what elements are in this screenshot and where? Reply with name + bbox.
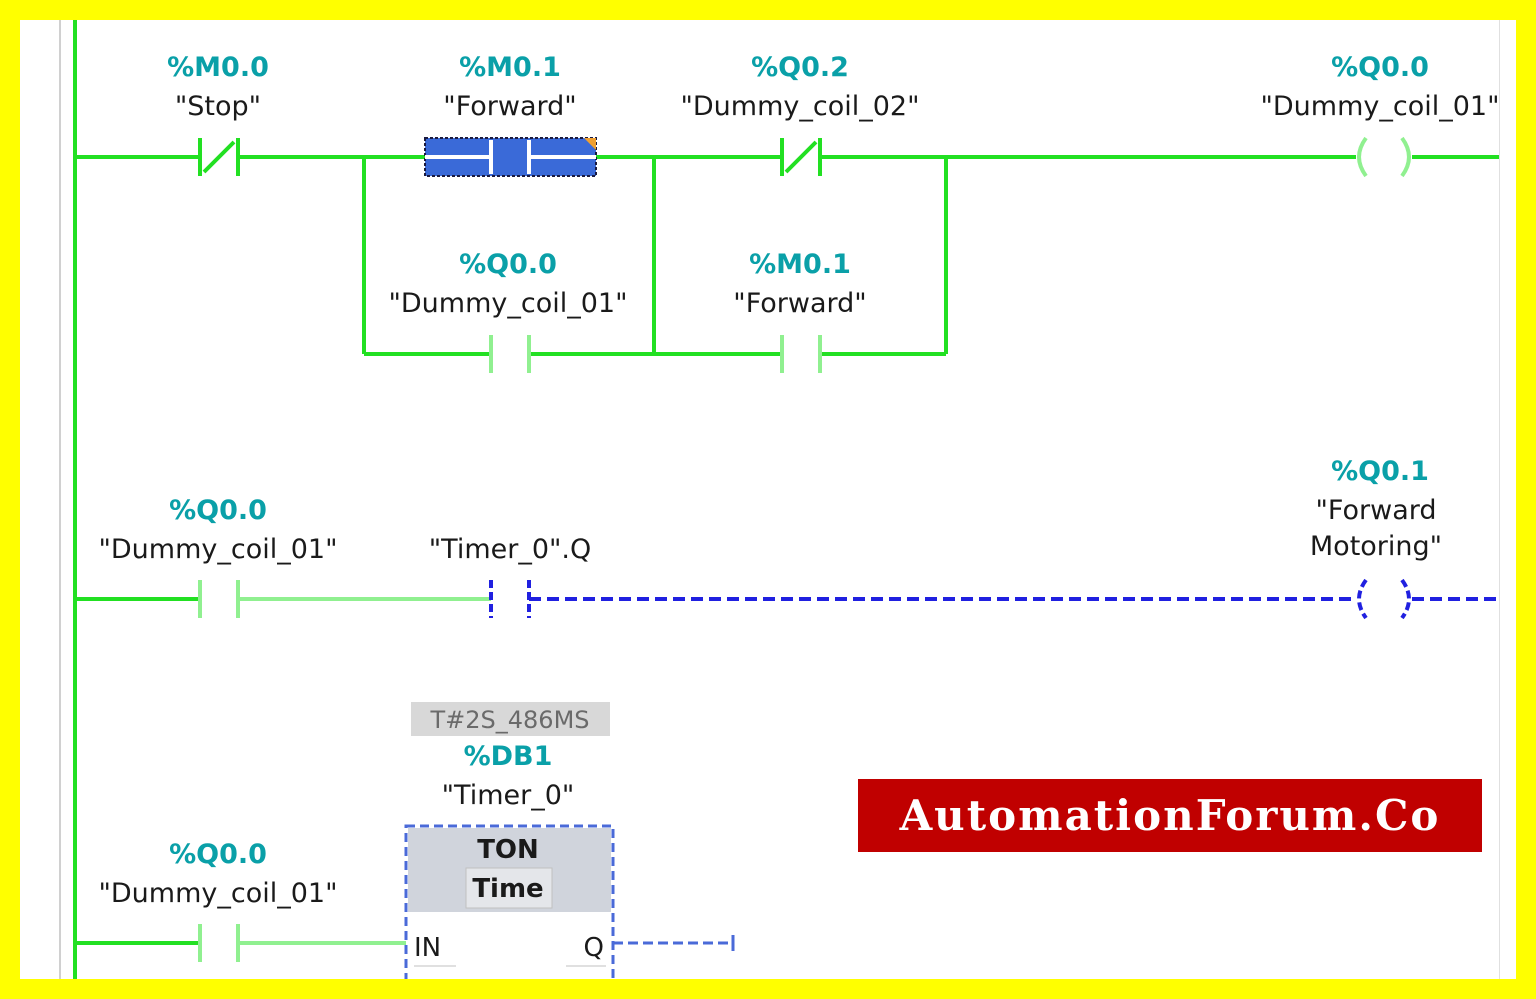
no-contact-icon xyxy=(198,580,240,618)
nc-contact-icon xyxy=(780,138,822,176)
pt-value[interactable]: T#5s xyxy=(295,977,348,999)
contact-symbol: "Forward" xyxy=(443,91,576,122)
nc-contact-icon xyxy=(198,138,240,176)
contact-symbol: "Dummy_coil_01" xyxy=(98,878,337,909)
no-contact-icon xyxy=(198,924,240,962)
contact-address: %Q0.0 xyxy=(169,839,267,870)
ton-timer-block[interactable]: T#2S_486MS %DB1 "Timer_0" TON Time IN Q … xyxy=(404,702,615,999)
coil-address: %Q0.1 xyxy=(1331,456,1429,487)
contact-symbol: "Dummy_coil_01" xyxy=(98,534,337,565)
timer-type: TON xyxy=(477,835,539,865)
dummy-coil-01-coil[interactable]: %Q0.0 "Dummy_coil_01" xyxy=(1260,52,1500,178)
network-1: %M0.0 "Stop" %M0.1 "Forward" xyxy=(75,52,1512,373)
pin-pt-label: PT xyxy=(414,979,446,999)
dummy-coil-01-contact[interactable]: %Q0.0 "Dummy_coil_01" xyxy=(98,495,338,618)
et-value: T#0ms xyxy=(671,977,744,999)
timer-q-contact[interactable]: "Timer_0".Q xyxy=(429,534,592,618)
coil-icon xyxy=(1357,578,1411,620)
contact-address: %Q0.0 xyxy=(459,249,557,280)
timer-datatype-selector[interactable] xyxy=(465,867,553,909)
watermark-logo: AutomationForum.Co xyxy=(858,779,1482,852)
latch-contact[interactable]: %Q0.0 "Dummy_coil_01" xyxy=(388,249,628,373)
contact-address: %M0.1 xyxy=(459,52,561,83)
forward-branch-contact[interactable]: %M0.1 "Forward" xyxy=(733,249,867,373)
network-2: %Q0.0 "Dummy_coil_01" "Timer_0".Q %Q0.1 … xyxy=(75,456,1512,620)
contact-symbol: "Stop" xyxy=(175,91,261,122)
pin-in-label: IN xyxy=(414,933,441,963)
no-contact-icon xyxy=(489,335,531,373)
coil-symbol-line1: "Forward xyxy=(1316,495,1437,526)
network-3: %Q0.0 "Dummy_coil_01" T#2S_486MS %DB1 "T… xyxy=(75,702,744,999)
timer-datatype: Time xyxy=(472,874,543,904)
contact-address: %M0.1 xyxy=(749,249,851,280)
dummy-coil-01-contact[interactable]: %Q0.0 "Dummy_coil_01" xyxy=(98,839,338,962)
stop-contact[interactable]: %M0.0 "Stop" xyxy=(167,52,269,176)
coil-symbol: "Dummy_coil_01" xyxy=(1260,91,1499,122)
vertical-scrollbar[interactable] xyxy=(1499,20,1516,979)
contact-symbol: "Dummy_coil_02" xyxy=(680,91,919,122)
coil-address: %Q0.0 xyxy=(1331,52,1429,83)
contact-symbol: "Dummy_coil_01" xyxy=(388,288,627,319)
contact-address: %Q0.0 xyxy=(169,495,267,526)
pin-q-label: Q xyxy=(584,933,604,963)
contact-address: %M0.0 xyxy=(167,52,269,83)
no-contact-icon xyxy=(489,580,531,618)
dummy-coil-02-contact[interactable]: %Q0.2 "Dummy_coil_02" xyxy=(680,52,920,176)
coil-icon xyxy=(1357,136,1411,178)
contact-symbol: "Timer_0".Q xyxy=(429,534,592,565)
forward-motoring-coil[interactable]: %Q0.1 "Forward Motoring" xyxy=(1310,456,1442,620)
forward-contact[interactable]: %M0.1 "Forward" xyxy=(424,52,597,177)
no-contact-selected-icon xyxy=(424,137,597,177)
elapsed-time-badge xyxy=(411,702,610,736)
contact-symbol: "Forward" xyxy=(733,288,866,319)
timer-db-address: %DB1 xyxy=(464,741,553,772)
timer-instance-name: "Timer_0" xyxy=(442,780,575,811)
no-contact-icon xyxy=(780,335,822,373)
pin-et-label: ET xyxy=(572,979,604,999)
contact-address: %Q0.2 xyxy=(751,52,849,83)
ladder-diagram: %M0.0 "Stop" %M0.1 "Forward" xyxy=(59,20,1512,999)
coil-symbol-line2: Motoring" xyxy=(1310,531,1442,562)
elapsed-time-value: T#2S_486MS xyxy=(429,706,589,734)
